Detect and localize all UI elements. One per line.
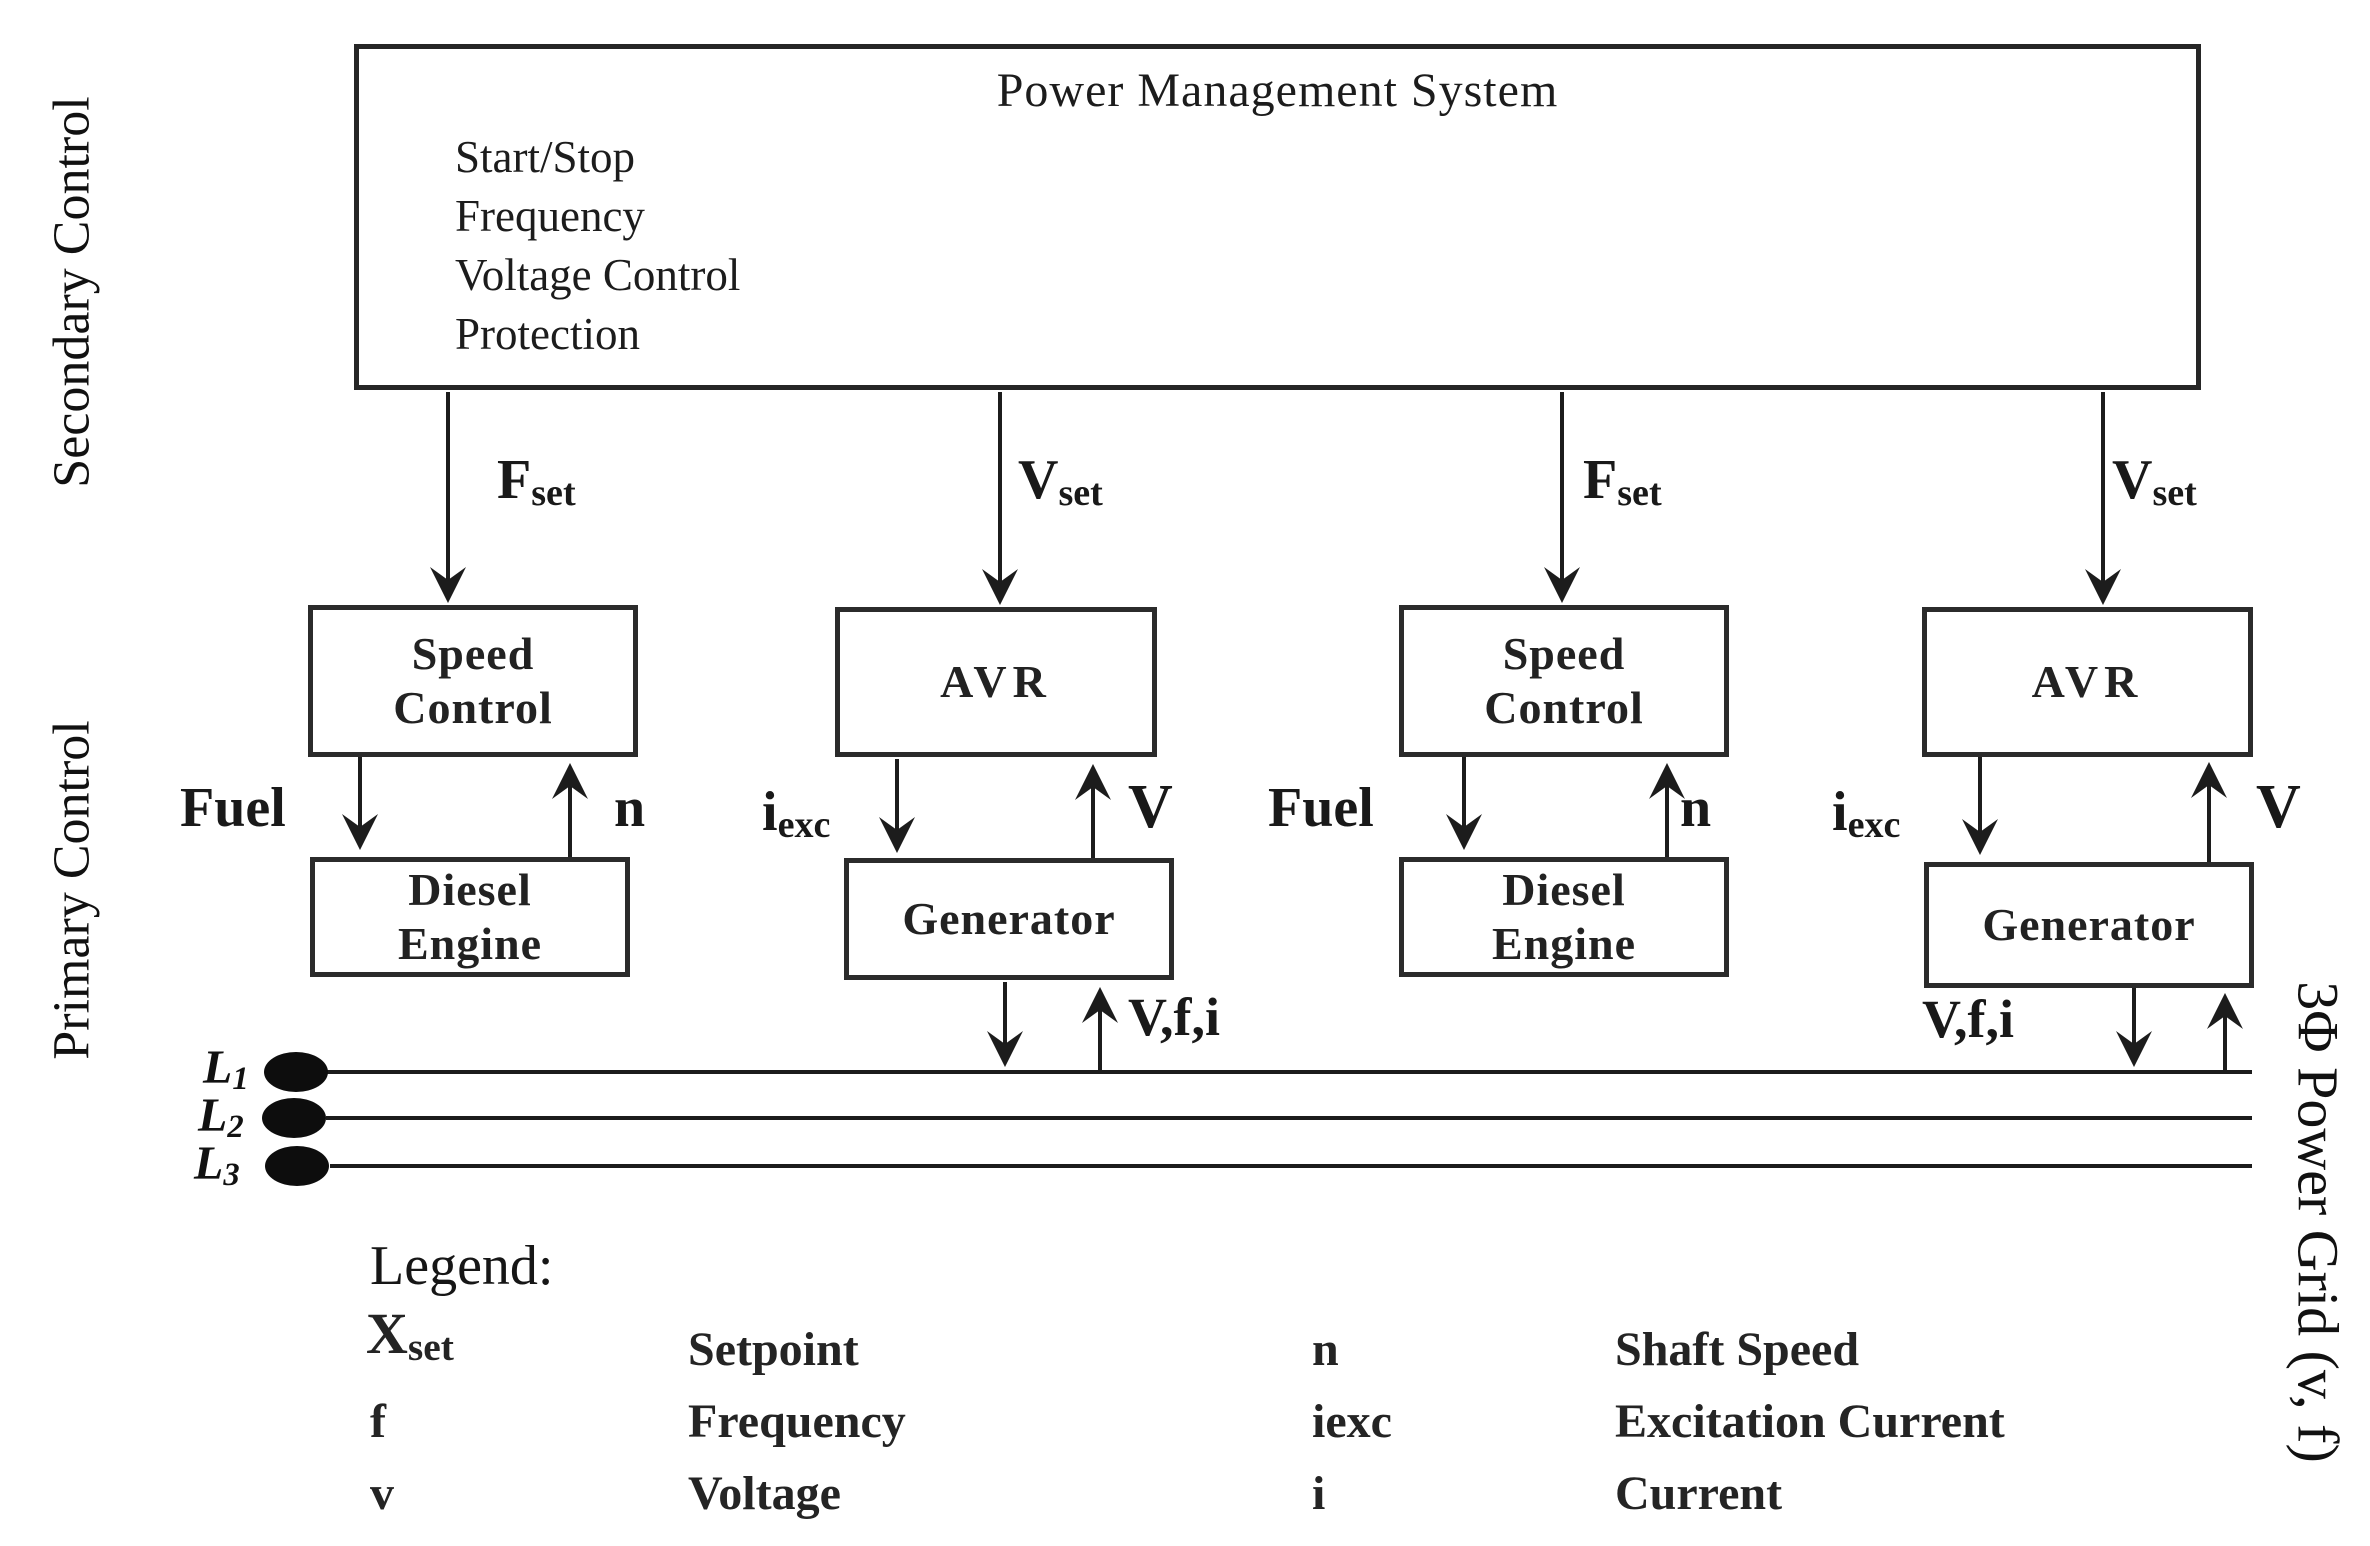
diesel-engine-label: Diesel Engine — [1491, 863, 1637, 969]
vset-base: V — [2112, 449, 2153, 511]
legend-meaning-setpoint: Setpoint — [688, 1323, 859, 1376]
legend-symbol-iexc: iexc — [1312, 1395, 1392, 1448]
iexc-base: i — [1832, 781, 1848, 843]
pms-function: Voltage Control — [455, 250, 741, 300]
fset-base: F — [497, 449, 532, 511]
iexc-label-2: iexc — [1832, 780, 1901, 846]
speed-control-box-1: Speed Control — [308, 605, 638, 757]
bus-l1-sub: 1 — [232, 1060, 249, 1097]
generator-label: Generator — [1982, 898, 2196, 950]
vset-label-2: Vset — [2112, 448, 2197, 514]
diesel-engine-box-1: Diesel Engine — [310, 857, 630, 977]
iexc-base: i — [762, 781, 778, 843]
vfi-label-2: V,f,i — [1922, 989, 2015, 1049]
bus-label-l1: L1 — [203, 1040, 249, 1097]
avr-box-1: AVR — [835, 607, 1157, 757]
fset-sub: set — [1617, 471, 1662, 514]
fset-base: F — [1583, 449, 1618, 511]
pms-title: Power Management System — [996, 64, 1559, 117]
bus-label-l2: L2 — [198, 1088, 244, 1145]
bus-l3-sub: 3 — [223, 1156, 240, 1193]
secondary-control-label: Secondary Control — [43, 96, 101, 488]
avr-label: AVR — [940, 655, 1052, 707]
n-label-2: n — [1680, 777, 1712, 839]
generator-box-1: Generator — [844, 858, 1174, 980]
v-label-2: V — [2256, 773, 2301, 841]
legend-xset-base: X — [366, 1301, 408, 1366]
iexc-sub: exc — [777, 803, 831, 846]
speed-control-label: Speed Control — [393, 627, 553, 733]
v-label-1: V — [1128, 773, 1173, 841]
legend-meaning-voltage: Voltage — [688, 1467, 841, 1520]
fuel-label-1: Fuel — [180, 777, 286, 839]
legend-symbol-v: v — [370, 1467, 394, 1520]
pms-function: Frequency — [455, 191, 645, 241]
pms-function: Protection — [455, 309, 640, 359]
speed-control-label: Speed Control — [1484, 627, 1644, 733]
n-label-1: n — [614, 777, 646, 839]
generator-box-2: Generator — [1924, 862, 2254, 988]
vset-sub: set — [2152, 471, 2197, 514]
avr-label: AVR — [2031, 655, 2144, 707]
legend-xset-sub: set — [407, 1325, 454, 1370]
vset-label-1: Vset — [1018, 448, 1103, 514]
legend-meaning-frequency: Frequency — [688, 1395, 906, 1448]
fset-label-1: Fset — [497, 448, 576, 514]
fuel-label-2: Fuel — [1268, 777, 1374, 839]
bus-l3-base: L — [194, 1137, 224, 1190]
bus-terminal-l2 — [262, 1098, 326, 1138]
bus-l2-base: L — [198, 1089, 228, 1142]
iexc-label-1: iexc — [762, 780, 831, 846]
bus-label-l3: L3 — [194, 1136, 240, 1193]
diesel-engine-box-2: Diesel Engine — [1399, 857, 1729, 977]
primary-control-label: Primary Control — [43, 720, 101, 1060]
legend-symbol-n: n — [1312, 1323, 1339, 1376]
speed-control-box-2: Speed Control — [1399, 605, 1729, 757]
generator-label: Generator — [902, 892, 1116, 944]
avr-box-2: AVR — [1922, 607, 2253, 757]
diesel-engine-label: Diesel Engine — [397, 863, 543, 969]
legend-title: Legend: — [370, 1235, 554, 1297]
bus-l1-base: L — [203, 1041, 233, 1094]
pms-function-list: Start/Stop Frequency Voltage Control Pro… — [359, 118, 2196, 364]
bus-terminal-l3 — [265, 1146, 329, 1186]
legend-meaning-excitation-current: Excitation Current — [1615, 1395, 2005, 1448]
legend-meaning-shaft-speed: Shaft Speed — [1615, 1323, 1860, 1376]
legend-symbol-f: f — [370, 1395, 386, 1448]
vset-sub: set — [1058, 471, 1103, 514]
bus-l2-sub: 2 — [227, 1108, 244, 1145]
legend-symbol-xset: Xset — [366, 1300, 454, 1370]
pms-function: Start/Stop — [455, 132, 636, 182]
iexc-sub: exc — [1847, 803, 1901, 846]
legend-symbol-i: i — [1312, 1467, 1326, 1520]
vset-base: V — [1018, 449, 1059, 511]
power-grid-label: 3Φ Power Grid (v, f) — [2285, 981, 2351, 1463]
fset-label-2: Fset — [1583, 448, 1662, 514]
vfi-label-1: V,f,i — [1128, 987, 1221, 1047]
fset-sub: set — [531, 471, 576, 514]
pms-box: Power Management System Start/Stop Frequ… — [354, 44, 2201, 390]
bus-terminal-l1 — [264, 1052, 328, 1092]
legend-meaning-current: Current — [1615, 1467, 1783, 1520]
